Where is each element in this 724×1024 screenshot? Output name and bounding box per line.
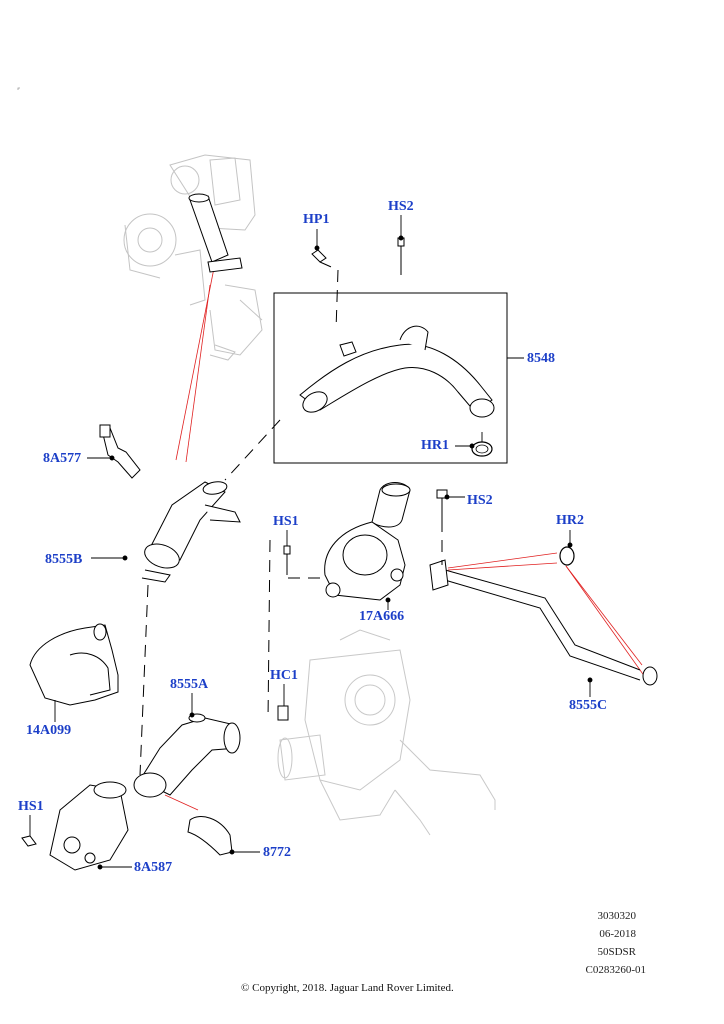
bolt-hs2-top bbox=[397, 237, 405, 275]
part-8555b-hose bbox=[141, 481, 241, 583]
upper-hose bbox=[188, 193, 243, 273]
callout-8a587[interactable]: 8A587 bbox=[134, 860, 173, 875]
o-ring-hr2 bbox=[559, 546, 575, 566]
ref-code-1: 3030320 bbox=[597, 910, 637, 922]
callout-hs1-low[interactable]: HS1 bbox=[18, 799, 44, 814]
callout-hs2-top[interactable]: HS2 bbox=[388, 199, 414, 214]
callout-hc1[interactable]: HC1 bbox=[270, 668, 298, 683]
ref-code-3: C0283260-01 bbox=[585, 964, 647, 976]
o-ring-hr1 bbox=[471, 441, 493, 457]
callout-8555a[interactable]: 8555A bbox=[170, 677, 209, 692]
ref-code-2: 50SDSR bbox=[597, 946, 636, 958]
part-8548-pipe bbox=[299, 325, 495, 418]
part-8548-box bbox=[273, 292, 508, 464]
engine-assembly-ghost bbox=[123, 154, 263, 361]
ref-date: 06-2018 bbox=[599, 928, 636, 940]
part-8555a-hose bbox=[133, 713, 241, 798]
callout-hp1[interactable]: HP1 bbox=[303, 212, 330, 227]
bolt-hs1-low bbox=[21, 835, 37, 847]
callout-8555b[interactable]: 8555B bbox=[45, 552, 83, 567]
callout-hr2[interactable]: HR2 bbox=[556, 513, 584, 528]
callout-14a099[interactable]: 14A099 bbox=[26, 723, 72, 738]
bolt-hs1-mid bbox=[283, 545, 291, 575]
corner-mark bbox=[17, 87, 20, 90]
callout-hs2-mid[interactable]: HS2 bbox=[467, 493, 493, 508]
clip-hc1 bbox=[277, 705, 289, 721]
callout-17a666[interactable]: 17A666 bbox=[359, 609, 405, 624]
part-8a587-outlet bbox=[49, 781, 129, 871]
part-8555c-pipe bbox=[429, 559, 658, 686]
bolt-hp1 bbox=[311, 249, 327, 263]
callout-8555c[interactable]: 8555C bbox=[569, 698, 608, 713]
callout-hr1[interactable]: HR1 bbox=[421, 438, 449, 453]
bolt-hs2-mid bbox=[436, 489, 448, 520]
part-8a577-connector bbox=[99, 424, 141, 479]
part-8772-clamp bbox=[187, 816, 233, 856]
callout-hs1-mid[interactable]: HS1 bbox=[273, 514, 299, 529]
copyright-notice: © Copyright, 2018. Jaguar Land Rover Lim… bbox=[241, 982, 454, 994]
part-14a099-cover bbox=[29, 623, 119, 706]
callout-leaders bbox=[29, 215, 593, 870]
pump-assembly-ghost bbox=[277, 629, 496, 836]
assembly-reference-lines bbox=[164, 267, 646, 811]
callout-8a577[interactable]: 8A577 bbox=[43, 451, 82, 466]
callout-8548[interactable]: 8548 bbox=[527, 351, 555, 366]
callout-8772[interactable]: 8772 bbox=[263, 845, 291, 860]
assembly-guide-lines bbox=[139, 261, 443, 776]
part-17a666-housing bbox=[324, 482, 411, 601]
